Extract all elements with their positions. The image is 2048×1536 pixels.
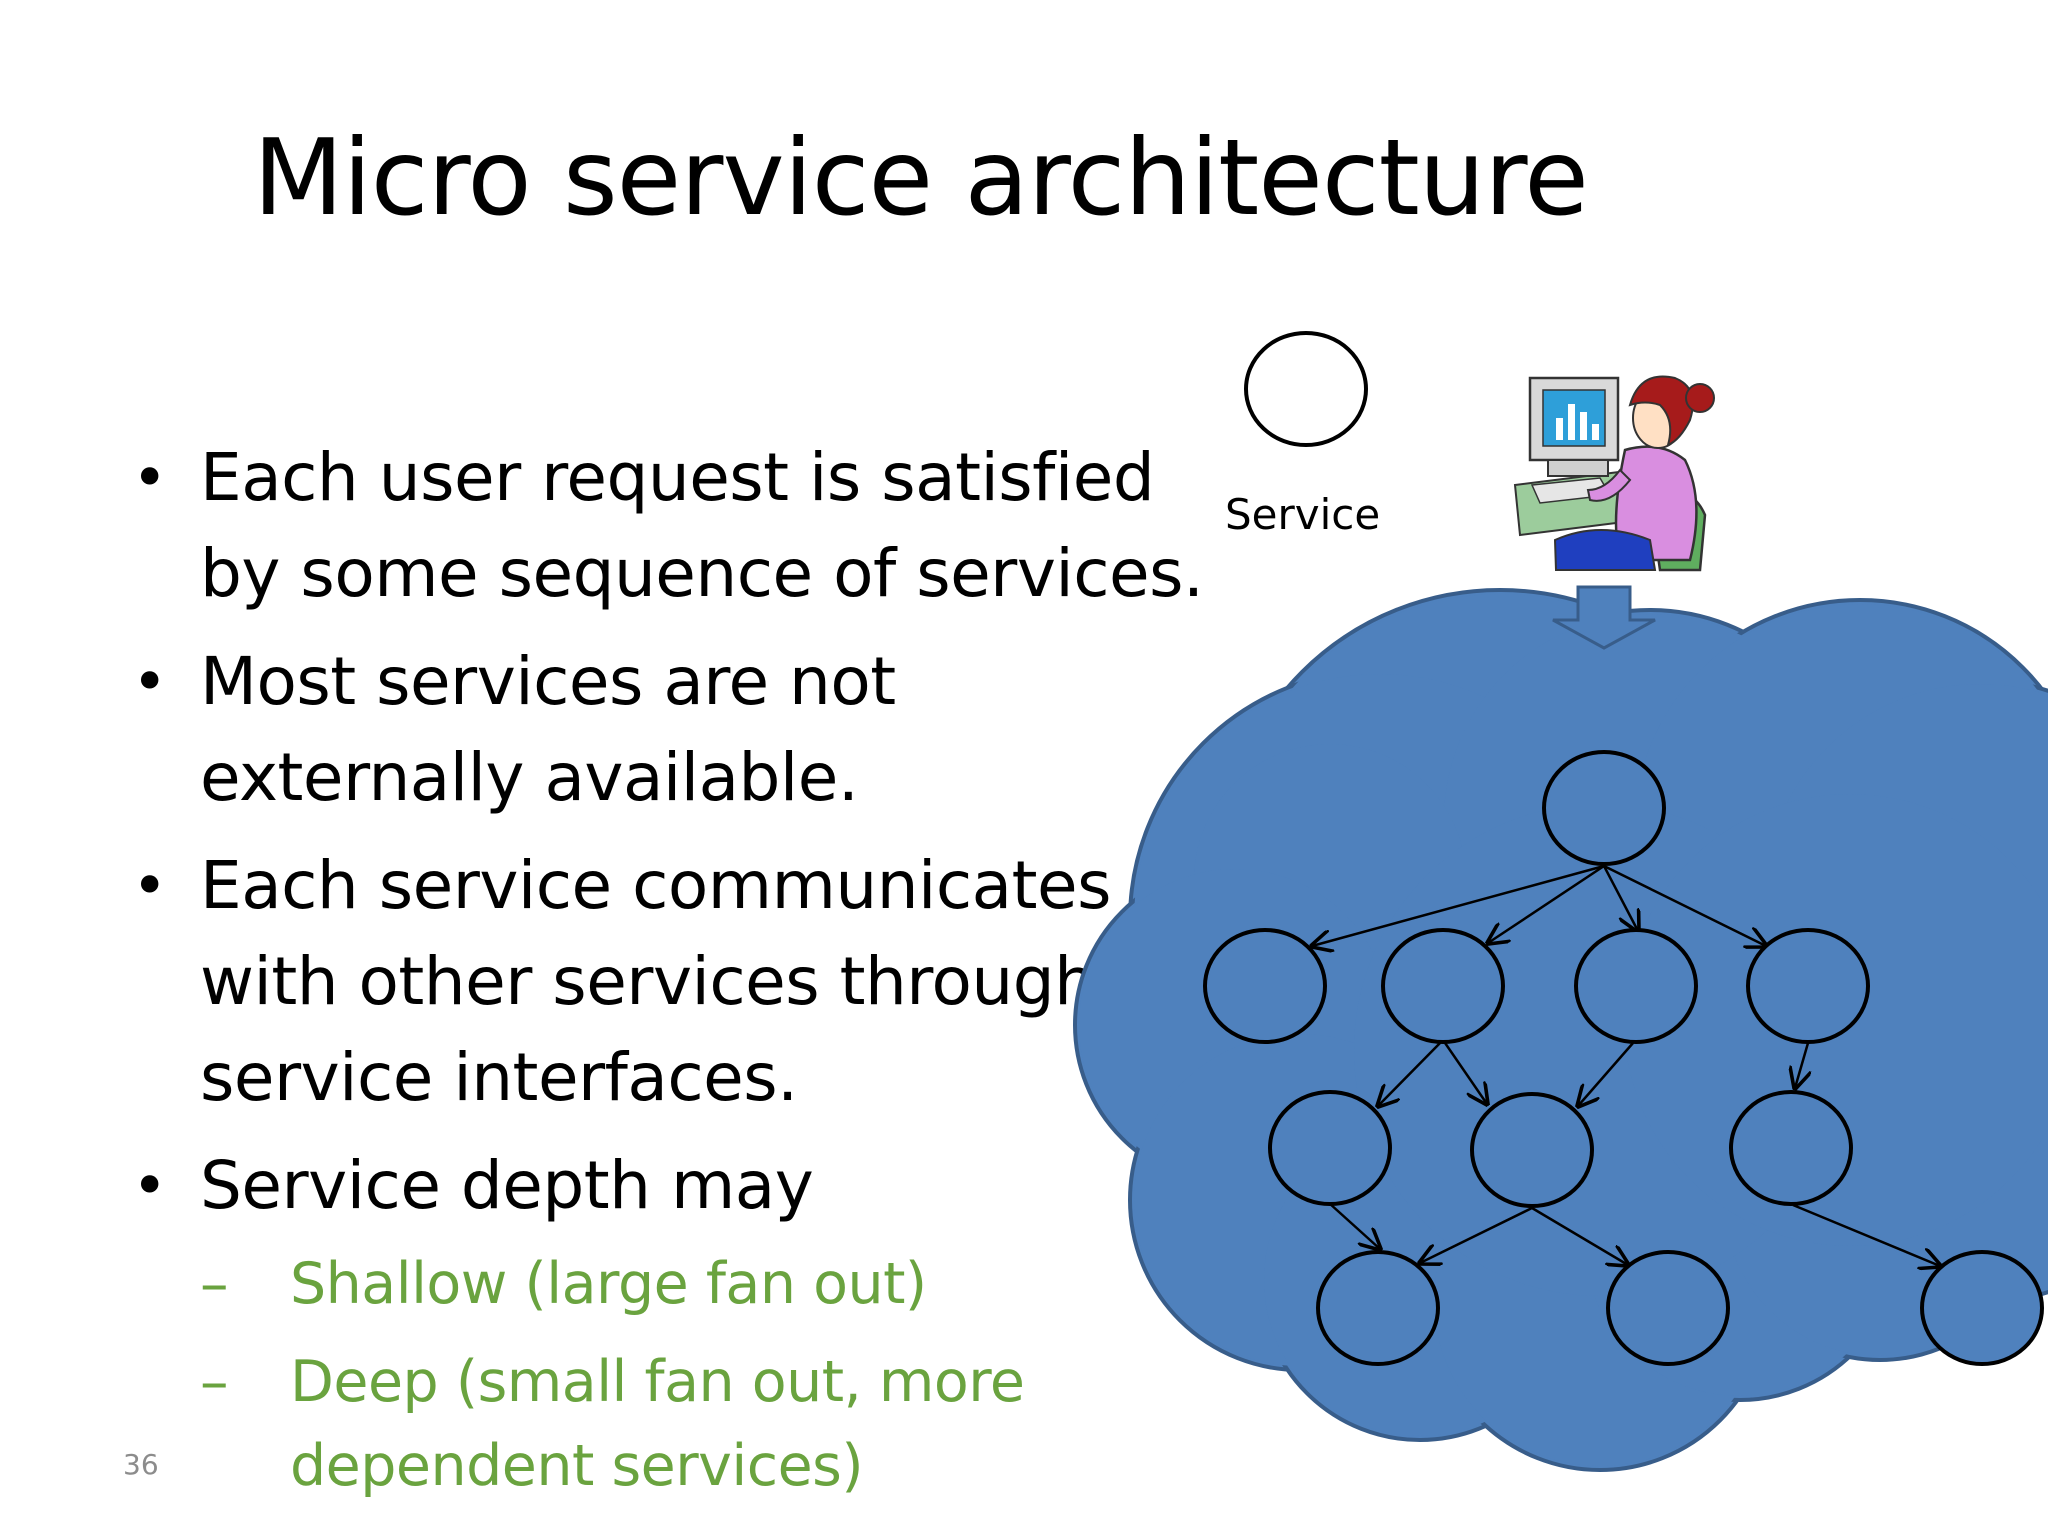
edge: [1328, 1202, 1380, 1249]
bullet-item: • Service depth may – Shallow (large fan…: [128, 1138, 1208, 1508]
service-node: [1920, 1250, 2044, 1366]
service-nodes: [1203, 750, 2044, 1366]
bullet-dot-icon: •: [132, 1151, 167, 1221]
edge: [1441, 1039, 1487, 1104]
service-node: [1470, 1092, 1594, 1208]
bullet-dot-icon: •: [132, 647, 167, 717]
bullet-list: • Each user request is satisfied by some…: [128, 430, 1208, 1522]
subbullet-item: – Shallow (large fan out): [200, 1242, 1208, 1326]
slide-title: Micro service architecture: [253, 117, 1589, 239]
service-node: [1542, 750, 1666, 866]
service-node: [1381, 928, 1505, 1044]
bullet-item: • Most services are not externally avail…: [128, 634, 1208, 826]
edge: [1531, 1206, 1628, 1265]
edge: [1488, 864, 1605, 943]
service-node: [1729, 1090, 1853, 1206]
service-node: [1574, 928, 1698, 1044]
edge: [1420, 1206, 1533, 1263]
edge: [1792, 1203, 1940, 1266]
bullet-item: • Each service communicates with other s…: [128, 838, 1200, 1126]
dash-icon: –: [200, 1349, 229, 1415]
dependency-edges: [1312, 864, 1940, 1266]
legend-service-label: Service: [1225, 490, 1381, 539]
bullet-text: Each user request is satisfied by some s…: [200, 439, 1204, 612]
edge: [1602, 865, 1638, 931]
service-node: [1316, 1250, 1440, 1366]
dash-icon: –: [200, 1251, 229, 1317]
user-at-computer-icon: [1513, 375, 1715, 572]
edge: [1795, 1042, 1808, 1088]
edge: [1578, 1042, 1634, 1106]
subbullet-text: Shallow (large fan out): [290, 1251, 927, 1317]
edge: [1312, 864, 1605, 946]
service-node: [1606, 1250, 1730, 1366]
edge: [1603, 864, 1766, 946]
bullet-text: Service depth may: [200, 1147, 814, 1224]
bullet-text: Most services are not externally availab…: [200, 643, 896, 816]
service-node: [1268, 1090, 1392, 1206]
bullet-dot-icon: •: [132, 443, 167, 513]
bullet-dot-icon: •: [132, 851, 167, 921]
subbullet-item: – Deep (small fan out, more dependent se…: [200, 1340, 1070, 1508]
subbullet-list: – Shallow (large fan out) – Deep (small …: [200, 1242, 1208, 1508]
bullet-text: Each service communicates with other ser…: [200, 847, 1111, 1116]
bullet-item: • Each user request is satisfied by some…: [128, 430, 1208, 622]
slide-number: 36: [123, 1448, 159, 1481]
service-node: [1203, 928, 1327, 1044]
legend-service-circle: [1244, 331, 1368, 447]
edge: [1378, 1039, 1444, 1106]
service-node: [1746, 928, 1870, 1044]
down-arrow-icon: [1552, 585, 1656, 650]
subbullet-text: Deep (small fan out, more dependent serv…: [290, 1349, 1025, 1499]
